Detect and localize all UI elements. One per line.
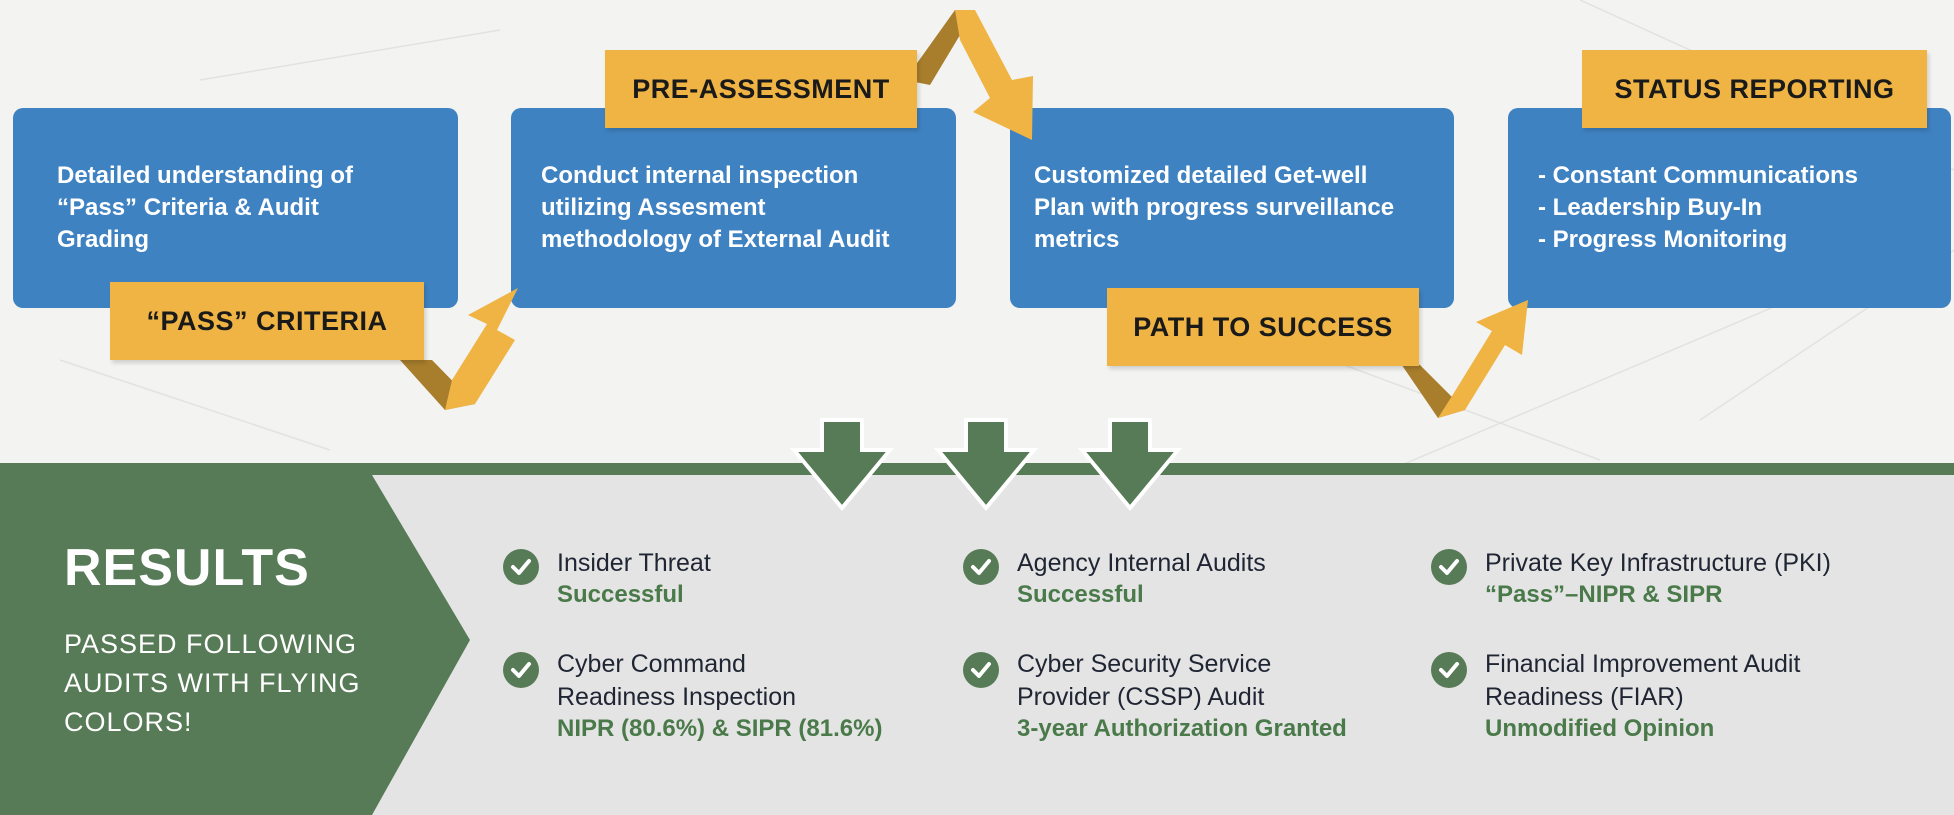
result-name: Cyber Command Readiness Inspection <box>557 650 797 711</box>
result-status: Unmodified Opinion <box>1485 715 1715 742</box>
down-arrow-icon <box>933 418 1039 512</box>
check-circle-icon <box>1431 652 1467 688</box>
check-circle-icon <box>963 652 999 688</box>
results-title: RESULTS <box>64 539 310 597</box>
result-status: Successful <box>557 581 684 608</box>
step-box-status-reporting: - Constant Communications - Leadership B… <box>1508 108 1951 308</box>
step-label-pre-assessment: PRE-ASSESSMENT <box>605 50 917 128</box>
step-description: Detailed understanding of “Pass” Criteri… <box>57 162 354 253</box>
results-subtitle: PASSED FOLLOWING AUDITS WITH FLYING COLO… <box>64 629 361 737</box>
flow-arrow-icon <box>1395 300 1528 418</box>
step-label-status-reporting: STATUS REPORTING <box>1582 50 1927 128</box>
result-name: Insider Threat <box>557 549 711 577</box>
check-circle-icon <box>1431 549 1467 585</box>
result-status: NIPR (80.6%) & SIPR (81.6%) <box>557 715 883 742</box>
step-description: - Constant Communications - Leadership B… <box>1538 162 1859 253</box>
step-description: Conduct internal inspection utilizing As… <box>541 162 890 253</box>
result-name: Private Key Infrastructure (PKI) <box>1485 549 1831 577</box>
step-box-pass-criteria: Detailed understanding of “Pass” Criteri… <box>13 108 458 308</box>
check-circle-icon <box>503 652 539 688</box>
step-box-pre-assessment: Conduct internal inspection utilizing As… <box>511 108 956 308</box>
step-description: Customized detailed Get-well Plan with p… <box>1034 162 1395 253</box>
flow-arrow-icon <box>400 288 518 410</box>
result-name: Agency Internal Audits <box>1017 549 1266 577</box>
down-arrow-icon <box>1077 418 1183 512</box>
step-label-pass-criteria: “PASS” CRITERIA <box>110 282 424 360</box>
result-status: 3-year Authorization Granted <box>1017 715 1347 742</box>
check-circle-icon <box>503 549 539 585</box>
step-label-path-to-success: PATH TO SUCCESS <box>1107 288 1419 366</box>
result-name: Cyber Security Service Provider (CSSP) A… <box>1017 650 1272 711</box>
result-status: Successful <box>1017 581 1144 608</box>
result-status: “Pass”–NIPR & SIPR <box>1485 581 1723 608</box>
result-name: Financial Improvement Audit Readiness (F… <box>1485 650 1801 711</box>
step-box-path-to-success: Customized detailed Get-well Plan with p… <box>1010 108 1454 308</box>
down-arrow-icon <box>789 418 895 512</box>
flow-arrow-icon <box>905 10 1033 140</box>
check-circle-icon <box>963 549 999 585</box>
